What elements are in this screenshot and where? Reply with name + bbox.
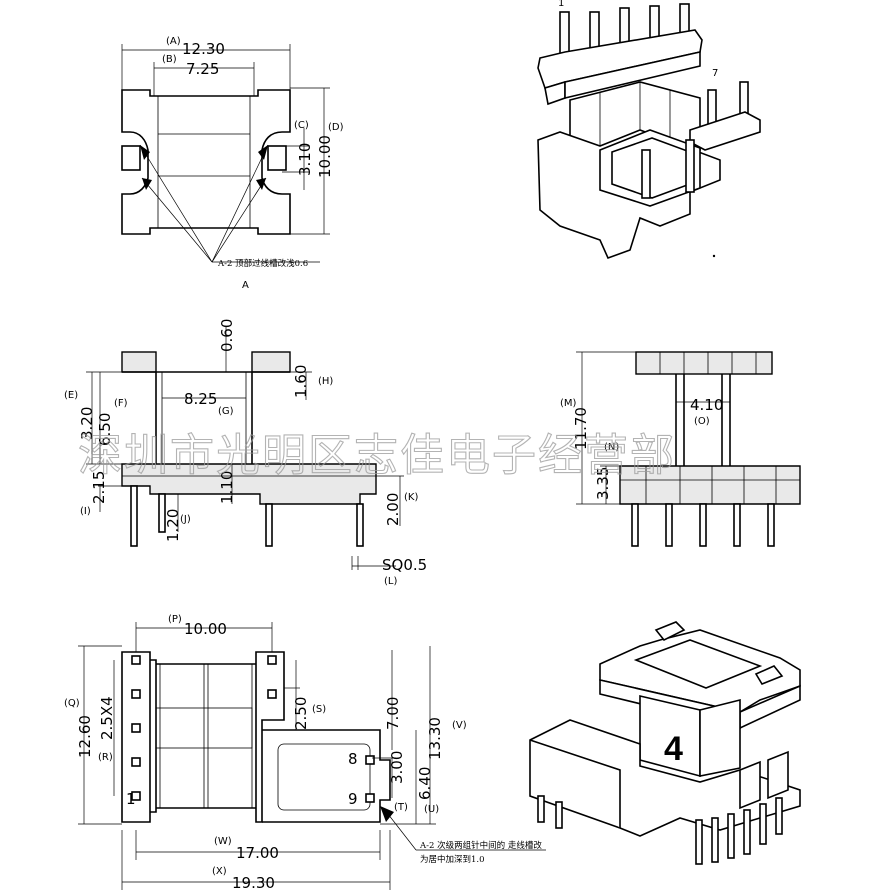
bottom-view: (P) 10.00 (Q) 12.60 2.5X4 (R) 2.50 (S) 7…: [64, 614, 546, 892]
dim-c-label: (C): [294, 120, 309, 131]
dim-three-value: 3.00: [388, 751, 406, 784]
dim-h-value: 1.60: [292, 365, 310, 398]
dim-a-value: 12.30: [182, 40, 225, 58]
dim-v-value: 13.30: [426, 717, 444, 760]
watermark-text: 深圳市光明区志佳电子经营部: [78, 430, 676, 481]
dim-b-value: 7.25: [186, 60, 219, 78]
dim-n-value: 3.35: [594, 467, 612, 500]
dim-mid-value: 1.10: [218, 471, 236, 504]
dim-w-label: (W): [214, 836, 232, 847]
dim-d-value: 10.00: [316, 135, 334, 178]
bottom-note-line1: A-2 次级两组针中间的 走线槽改: [419, 840, 542, 851]
dim-l-value: SQ0.5: [382, 556, 427, 574]
dim-j-value: 1.20: [164, 509, 182, 542]
dim-w-value: 17.00: [236, 844, 279, 862]
top-view-outline: [121, 89, 291, 235]
dim-x-value: 19.30: [232, 874, 275, 892]
pin-9-label: 9: [348, 790, 358, 808]
pin-8-label: 8: [348, 750, 358, 768]
dim-c-value: 3.10: [296, 143, 314, 176]
dim-e-label: (E): [64, 390, 78, 401]
dim-f-value: 6.50: [96, 413, 114, 446]
dim-k-value: 2.00: [384, 493, 402, 526]
dim-v-label: (V): [452, 720, 467, 731]
dim-a-label: (A): [166, 36, 181, 47]
iso-mark-1: 1: [558, 0, 564, 9]
dim-x-label: (X): [212, 866, 227, 877]
dim-r-label: (R): [98, 752, 113, 763]
dim-q-value: 12.60: [76, 715, 94, 758]
top-view-note: A-2 顶部过线槽改浅0.6: [217, 258, 308, 269]
iso-bottom-pins: [537, 795, 783, 865]
side-pins: [631, 503, 775, 547]
dim-s-label: (S): [312, 704, 326, 715]
side-view: (M) 11.70 4.10 (O) (N) 3.35: [560, 351, 801, 547]
dim-u-label: (U): [424, 804, 439, 815]
dim-f-label: (F): [114, 398, 128, 409]
dim-j-label: (J): [180, 514, 191, 525]
dim-g-value: 8.25: [184, 390, 217, 408]
isometric-view-bottom: 4: [529, 621, 801, 865]
dim-m-value: 11.70: [572, 407, 590, 450]
dim-r-value: 2.5X4: [98, 696, 116, 740]
dim-n-label: (N): [604, 442, 619, 453]
front-view: 0.60 (E) 3.20 (F) 6.50 8.25 (G) (H) 1.60…: [64, 319, 427, 587]
dim-top-gap: 0.60: [218, 319, 236, 352]
dim-l-label: (L): [384, 576, 397, 587]
pin-1-label: 1: [126, 790, 136, 808]
dim-t-label: (T): [394, 802, 408, 813]
top-view: (A) 12.30 (B) 7.25 (C) 3.10 (D) 10.00 A-…: [121, 36, 344, 291]
dim-six-value: 6.40: [416, 767, 434, 800]
bottom-pin-markers: [131, 655, 375, 803]
dim-q-label: (Q): [64, 698, 80, 709]
isometric-view-top: 1 7: [537, 0, 761, 260]
iso-mark-7: 7: [712, 68, 718, 79]
dim-seven-value: 7.00: [384, 697, 402, 730]
dim-i-label: (I): [80, 506, 91, 517]
dim-g-label: (G): [218, 406, 234, 417]
dim-s-value: 2.50: [292, 697, 310, 730]
dim-p-label: (P): [168, 614, 182, 625]
dim-e-value: 3.20: [78, 407, 96, 440]
top-view-footer-mark: A: [242, 280, 249, 291]
dim-h-label: (H): [318, 376, 333, 387]
iso-bottom-number: 4: [664, 730, 683, 768]
dim-p-value: 10.00: [184, 620, 227, 638]
dim-i-value: 2.15: [90, 471, 108, 504]
dim-b-label: (B): [162, 54, 177, 65]
dim-o-value: 4.10: [690, 396, 723, 414]
bottom-note-line2: 为居中加深到1.0: [420, 854, 485, 865]
dim-d-label: (D): [328, 122, 344, 133]
dim-o-label: (O): [694, 416, 710, 427]
dim-k-label: (K): [404, 492, 418, 503]
dim-m-label: (M): [560, 398, 577, 409]
